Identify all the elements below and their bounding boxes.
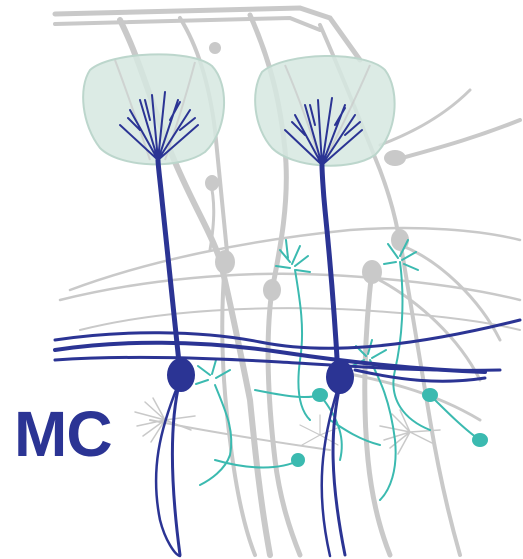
mitral-primary-dendrite [158, 160, 180, 372]
granule-cell-soma [422, 388, 438, 402]
mitral-axon [333, 385, 345, 555]
background-soma [362, 260, 382, 284]
granule-cell-process [255, 390, 320, 397]
granule-cell-process [330, 420, 380, 445]
background-soma [209, 42, 221, 54]
granule-cell-soma [472, 433, 488, 447]
mitral-axon [173, 380, 181, 555]
mitral-cell-label: MC [14, 402, 112, 466]
background-soma [205, 175, 219, 191]
granule-cell-soma [312, 388, 328, 402]
background-soma [215, 250, 235, 274]
granule-cell-process [430, 395, 480, 440]
granule-cell-process [393, 262, 430, 430]
background-soma [384, 150, 406, 166]
granule-cell-soma [291, 453, 305, 467]
background-soma [391, 229, 409, 251]
mitral-soma-left [167, 358, 195, 392]
axon-bundle-top [55, 8, 360, 60]
background-soma [263, 279, 281, 301]
mitral-primary-dendrite [322, 165, 338, 375]
mitral-soma-right [326, 360, 354, 394]
background-fiber [395, 120, 520, 160]
